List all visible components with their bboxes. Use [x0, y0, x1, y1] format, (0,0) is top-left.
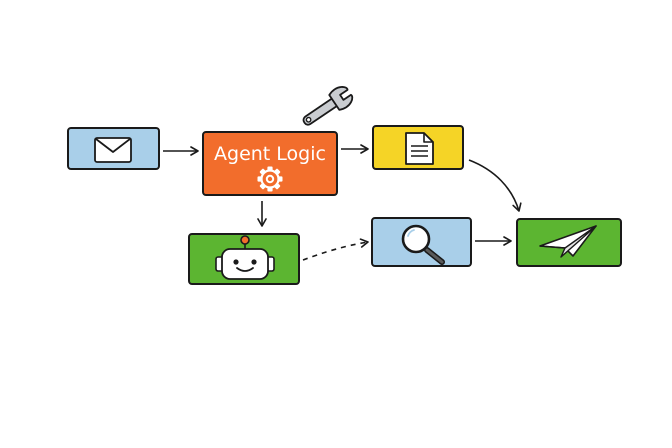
node-agent-logic: Agent Logic — [202, 131, 338, 196]
node-search — [371, 217, 472, 267]
node-send — [516, 218, 622, 267]
node-document — [372, 125, 464, 170]
magnifier-icon — [401, 224, 445, 265]
node-email — [67, 127, 160, 170]
gear-icon — [257, 166, 283, 192]
document-icon — [405, 132, 434, 165]
agent-logic-label: Agent Logic — [214, 143, 326, 165]
paper-plane-icon — [539, 225, 597, 258]
edge-document-to-send — [468, 159, 522, 212]
envelope-icon — [94, 137, 132, 163]
edge-robot-to-search — [302, 238, 369, 261]
robot-icon — [215, 235, 275, 280]
wrench-icon — [302, 86, 354, 126]
edges — [163, 144, 522, 261]
node-robot — [188, 233, 300, 285]
